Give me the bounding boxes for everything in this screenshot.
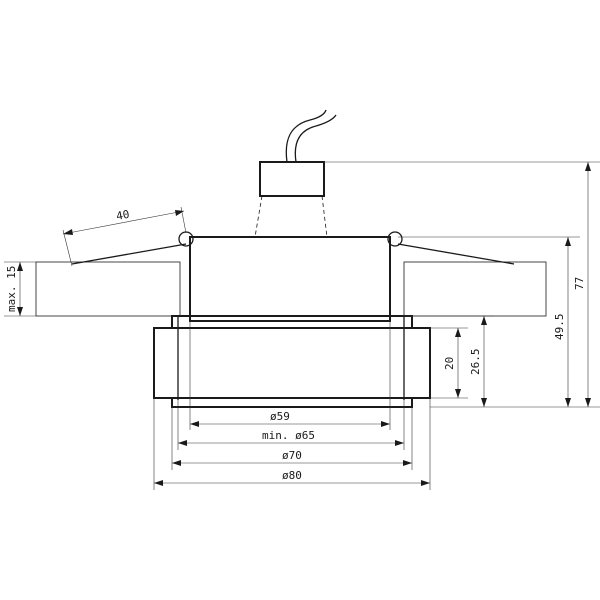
dim-label-49-5: 49.5 [553,314,566,341]
bottom-lip [171,397,413,408]
terminal-block [259,161,325,197]
dim-label-d80: ø80 [282,469,302,482]
dim-label-d59: ø59 [270,410,290,423]
upper-body [189,236,391,322]
dim-label-26-5: 26.5 [469,349,482,376]
dim-total-height: 77 [324,161,600,408]
decorative-ring [153,327,431,399]
cable [285,109,327,163]
dim-recessed-height: 49.5 [398,236,580,407]
connector-dash [254,195,263,238]
spring-clip-right [397,243,515,265]
dim-ring-height: 20 [430,327,468,399]
ceiling-left [35,261,181,317]
dim-label-d65: min. ø65 [262,429,315,442]
spring-clip-right [387,231,403,247]
dim-ceiling-thickness: max. 15 [4,261,36,317]
cable [294,114,337,163]
spring-clip-left [71,243,187,265]
dim-tilt-length: 40 [62,206,187,267]
dim-below-ceiling: 26.5 [404,315,494,407]
connector-dash [321,195,328,238]
ceiling-right [403,261,547,317]
dim-label-40: 40 [115,208,130,223]
dim-label-20: 20 [443,357,456,370]
dim-label-d70: ø70 [282,449,302,462]
dim-diameters: ø59 min. ø65 ø70 ø80 [153,321,431,490]
dim-label-max15: max. 15 [5,266,18,312]
dim-label-77: 77 [573,277,586,290]
